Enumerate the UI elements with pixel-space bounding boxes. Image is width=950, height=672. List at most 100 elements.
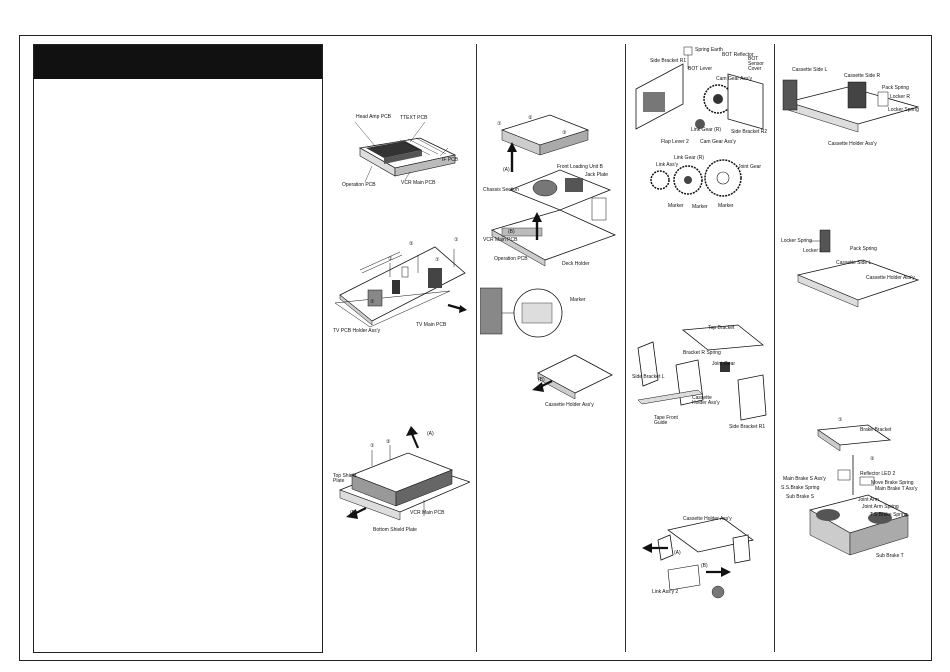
label-brake-bracket: Brake Bracket	[860, 427, 892, 433]
callout-2: ②	[528, 115, 533, 121]
label-direction-b: (B)	[508, 229, 515, 235]
label-vcr-main-pcb: VCR Main PCB	[410, 510, 445, 516]
label-side-bracket-r1: Side Bracket R1	[729, 424, 766, 430]
side-bracket-drawing	[635, 46, 764, 130]
label-direction-a: (A)	[427, 431, 434, 437]
top-bracket-drawing	[637, 324, 767, 421]
callout-1: ①	[370, 443, 375, 449]
label-joint-gear: Joint Gear	[738, 164, 762, 170]
figure-top-bracket: Top Bracket Bracket R Spring Joint Gear …	[628, 320, 772, 435]
gear-markers-drawing	[650, 159, 742, 197]
label-bottom-shield-plate: Bottom Shield Plate	[373, 527, 417, 533]
callout-2: ②	[870, 456, 875, 462]
callout-1: ①	[838, 417, 843, 423]
locker-l-drawing	[796, 229, 920, 308]
label-direction-a: (A)	[503, 167, 510, 173]
label-tape-front-guide: Tape Front Guide	[654, 415, 678, 426]
label-link-assy-2: Link Ass'y 2	[652, 589, 679, 595]
label-if-pcb: IF PCB	[442, 157, 459, 163]
front-loading-drawing	[490, 114, 617, 267]
label-cam-gear-2: Cam Gear Ass'y	[700, 139, 736, 145]
text-column-panel	[33, 44, 323, 653]
figure-pcb-stack: Head Amp PCB TTEXT PCB IF PCB Operation …	[330, 110, 470, 195]
label-direction-a: (A)	[674, 550, 681, 556]
label-direction-b: (B)	[701, 563, 708, 569]
label-pack-spring: Pack Spring	[882, 85, 909, 91]
label-cassette-holder: Cassette Holder Ass'y	[692, 395, 720, 406]
column-divider	[774, 44, 775, 652]
callout-2: ②	[370, 299, 375, 305]
label-operation-pcb: Operation PCB	[494, 256, 528, 262]
figure-tv-main-pcb: ② ① ① ① ② TV PCB Holder Ass'y TV Main PC…	[330, 235, 470, 340]
label-locker-spring: Locker Spring	[781, 238, 812, 244]
label-side-bracket-r1: Side Bracket R1	[650, 58, 687, 64]
link-assy-drawing	[642, 517, 754, 599]
label-bot-lever: BOT Lever	[688, 66, 713, 72]
figure-shield-plates: (A) ② ① Top Shield Plate (B) VCR Main PC…	[330, 420, 470, 535]
label-bot-sensor-cover: BOT Sensor Cover	[748, 56, 764, 72]
figure-cassette-holder-removal: Marker (B) Cassette Holder Ass'y	[480, 283, 623, 413]
callout-1: ①	[435, 257, 440, 263]
page-frame	[19, 35, 932, 661]
callout-1: ①	[454, 237, 459, 243]
figure-front-loading-unit: ① ② ③ Front Loading Unit B (A) Jack Plat…	[480, 110, 623, 270]
label-main-brake-s: Main Brake S Ass'y	[783, 476, 826, 482]
callout-2: ②	[409, 241, 414, 247]
callout-1: ①	[497, 121, 502, 127]
label-marker: Marker	[570, 297, 586, 303]
label-cassette-side-l: Cassette Side L	[836, 260, 872, 266]
label-flap-lever-2: Flap Lever 2	[661, 139, 689, 145]
label-locker-r: Locker R	[890, 94, 911, 100]
brake-mechanism-drawing	[808, 424, 910, 556]
label-spring-earth: Spring Earth	[695, 47, 723, 53]
label-chassis-section: Chassis Section	[483, 187, 519, 193]
label-joint-arm-spring: Joint Arm Spring	[862, 504, 899, 510]
tv-main-pcb-drawing	[334, 246, 467, 328]
label-marker-1: Marker	[668, 203, 684, 209]
figure-cassette-side: Cassette Side L Cassette Side R Pack Spr…	[778, 62, 928, 154]
label-ts-brake-spring: T.S.Brake Spring	[870, 512, 908, 518]
label-top-bracket: Top Bracket	[708, 325, 735, 331]
figure-locker-l: Locker Spring Locker L Pack Spring Casse…	[778, 225, 928, 315]
label-direction-b: (B)	[538, 377, 545, 383]
shield-plates-drawing	[338, 426, 470, 521]
label-locker-l: Locker L	[803, 248, 823, 254]
label-ss-brake-spring: S.S.Brake Spring	[781, 485, 820, 491]
label-front-loading-unit-b: Front Loading Unit B	[557, 164, 603, 170]
label-link-assy: Link Ass'y	[656, 162, 679, 168]
label-reflector-led2: Reflector LED 2	[860, 471, 896, 477]
figure-link-assy-2: Cassette Holder Ass'y (A) (B) Link Ass'y…	[628, 510, 772, 605]
label-sub-brake-t: Sub Brake T	[876, 553, 904, 559]
label-cassette-holder: Cassette Holder Ass'y	[683, 516, 732, 522]
label-marker-3: Marker	[718, 203, 734, 209]
label-joint-gear: Joint Gear	[712, 361, 736, 367]
figure-side-bracket-r: Spring Earth Side Bracket R1 BOT Reflect…	[628, 44, 772, 149]
pcb-stack-drawing	[354, 121, 457, 183]
label-operation-pcb: Operation PCB	[342, 182, 376, 188]
label-cam-gear: Cam Gear Ass'y	[716, 76, 752, 82]
label-cassette-side-l: Cassette Side L	[792, 67, 828, 73]
label-vcr-main-pcb: VCR Main PCB	[483, 237, 518, 243]
callout-3: ③	[562, 130, 567, 136]
callout-1: ①	[388, 256, 393, 262]
label-cassette-side-r: Cassette Side R	[844, 73, 881, 79]
figure-brake-mechanism: ① Brake Bracket ② Reflector LED 2 Main B…	[778, 415, 928, 565]
label-vcr-main-pcb: VCR Main PCB	[401, 180, 436, 186]
label-cassette-holder: Cassette Holder Ass'y	[866, 275, 915, 281]
label-joint-arm: Joint Arm	[858, 497, 879, 503]
label-head-amp-pcb: Head Amp PCB	[356, 114, 392, 120]
label-jack-plate: Jack Plate	[585, 172, 609, 178]
label-main-brake-t: Main Brake T Ass'y	[875, 486, 918, 492]
label-bot-reflector: BOT Reflector	[722, 52, 754, 58]
label-ttext-pcb: TTEXT PCB	[400, 115, 428, 121]
figure-gear-markers: Link Gear (R) Link Ass'y Joint Gear Mark…	[628, 152, 772, 212]
label-marker-2: Marker	[692, 204, 708, 210]
label-link-gear-r: Link Gear (R)	[674, 155, 705, 161]
section-header-bar	[34, 45, 322, 79]
label-side-bracket-l: Side Bracket L	[632, 374, 665, 380]
callout-2: ②	[386, 439, 391, 445]
label-sub-brake-s: Sub Brake S	[786, 494, 815, 500]
label-bracket-r-spring: Bracket R Spring	[683, 350, 721, 356]
label-move-brake-spring: Move Brake Spring	[871, 480, 914, 486]
label-locker-spring: Locker Spring	[888, 107, 919, 113]
